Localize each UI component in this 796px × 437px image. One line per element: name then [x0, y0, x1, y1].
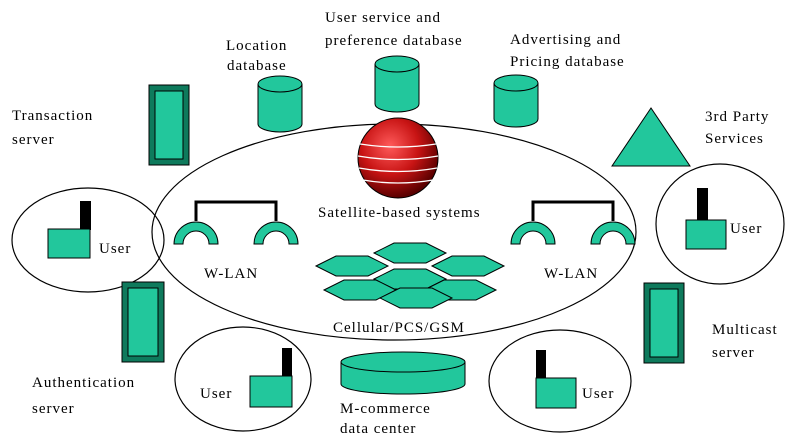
transaction-server-icon	[148, 84, 190, 166]
user-service-database-icon	[374, 55, 420, 113]
location-database-label: Location database	[226, 38, 292, 74]
user-bubble-bottom-right	[488, 329, 632, 433]
advertising-database-icon	[493, 74, 539, 128]
user-bubble-left	[11, 187, 165, 293]
user-bubble-bottom-left	[174, 326, 312, 432]
satellite-sphere-icon	[357, 117, 439, 199]
mobile-device-bottom-right-icon	[535, 350, 577, 409]
third-party-services-icon	[611, 107, 691, 167]
multicast-server-icon	[643, 282, 685, 364]
transaction-server-label: Transaction server	[12, 108, 98, 148]
location-database-icon	[257, 75, 303, 133]
cellular-hexagon-cluster	[314, 242, 506, 309]
m-commerce-data-center-label: M-commerce data center	[340, 401, 436, 437]
satellite-systems-label: Satellite-based systems	[318, 205, 481, 221]
third-party-services-label: 3rd Party Services	[705, 109, 774, 147]
wlan-right-icon	[510, 200, 636, 245]
authentication-server-label: Authentication server	[32, 375, 140, 417]
mobile-device-bottom-left-icon	[249, 348, 293, 408]
user-bubble-right	[655, 163, 785, 285]
wlan-right-label: W-LAN	[544, 266, 598, 282]
wlan-left-icon	[173, 200, 299, 245]
user-left-label: User	[99, 241, 131, 257]
mobile-device-left-icon	[47, 201, 91, 259]
user-bottom-right-label: User	[582, 386, 614, 402]
mobile-device-right-icon	[685, 188, 727, 250]
user-bottom-left-label: User	[200, 386, 232, 402]
wlan-left-label: W-LAN	[204, 266, 258, 282]
user-service-database-label: User service and preference database	[325, 10, 463, 49]
user-right-label: User	[730, 221, 762, 237]
m-commerce-data-center-icon	[340, 351, 466, 395]
advertising-database-label: Advertising and Pricing database	[510, 32, 626, 70]
cellular-pcs-gsm-label: Cellular/PCS/GSM	[333, 320, 465, 336]
multicast-server-label: Multicast server	[712, 322, 782, 361]
authentication-server-icon	[121, 281, 165, 363]
